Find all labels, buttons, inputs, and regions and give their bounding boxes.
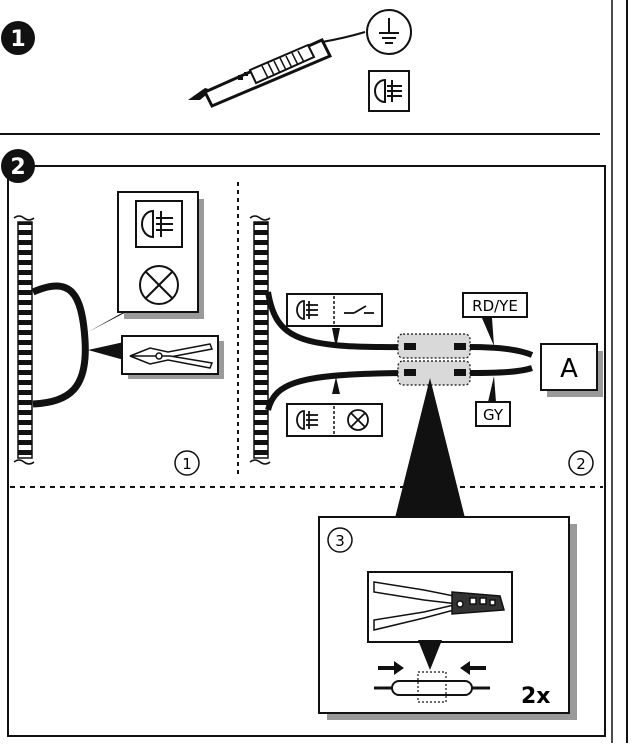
step-1-badge	[1, 21, 35, 55]
substep-3-marker	[327, 527, 353, 553]
wire-lower	[265, 370, 406, 411]
step-1-section: 1	[1, 9, 412, 112]
wire-upper	[265, 291, 406, 351]
quantity-label: 2x	[521, 684, 551, 709]
substep-3-number: 3	[335, 532, 345, 550]
ground-symbol-icon	[366, 9, 412, 55]
bulb-icon	[347, 409, 369, 431]
substep-2-marker	[568, 450, 594, 476]
step-2-frame	[7, 165, 606, 737]
wire-color-label-upper	[462, 292, 528, 318]
fog-light-icon	[296, 410, 318, 430]
substep-2-number: 2	[576, 455, 586, 473]
step-2-badge	[1, 149, 35, 183]
tool-frame	[367, 571, 513, 643]
tool-pointer	[418, 640, 442, 670]
connector-a-label: A	[560, 354, 578, 384]
wire-loop	[31, 282, 89, 408]
cut-section-upper	[397, 333, 471, 359]
fog-light-icon	[296, 300, 318, 320]
substep-1-number: 1	[182, 455, 192, 473]
substep-1-marker	[174, 450, 200, 476]
wire-red-yellow-label: RD/YE	[472, 297, 518, 315]
switch-icon	[344, 305, 374, 314]
substep-2-panel: RD/YE GY A 2	[249, 215, 603, 476]
harness-bundle	[253, 221, 269, 459]
step-1-number: 1	[10, 27, 25, 52]
voltage-tester-icon	[188, 31, 366, 108]
side-cutters-icon	[129, 343, 214, 369]
zoom-pointer	[395, 378, 465, 518]
bulb-icon	[139, 265, 179, 305]
switch-circuit-label	[286, 293, 383, 327]
crimping-pliers-icon	[373, 581, 505, 631]
step-2-number: 2	[10, 155, 25, 180]
fog-light-icon	[135, 200, 183, 248]
fog-light-icon	[368, 70, 410, 112]
butt-connector-icon	[374, 661, 490, 703]
substep-3-panel: 3 2x	[318, 516, 577, 720]
substep-1-panel: 1	[13, 191, 224, 476]
cut-section-lower	[397, 360, 471, 386]
wire-grey-label: GY	[483, 406, 504, 424]
connector-a-box	[540, 343, 598, 391]
wire-color-label-lower	[475, 401, 511, 427]
step-2-section: 2	[1, 149, 606, 737]
harness-bundle	[17, 221, 33, 459]
